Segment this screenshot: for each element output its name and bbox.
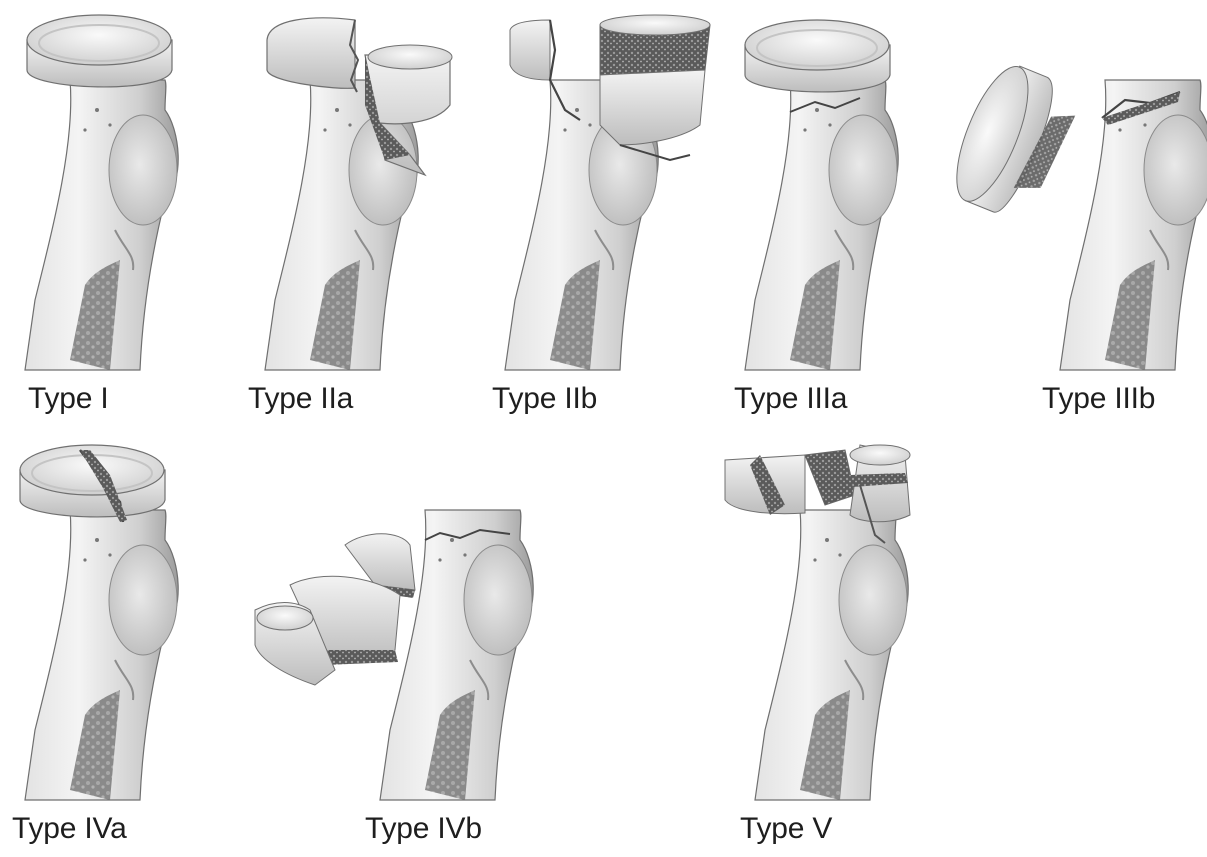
type-iva-illustration [20, 445, 178, 800]
label-type-iiib: Type IIIb [1042, 382, 1155, 416]
label-type-v: Type V [740, 812, 832, 846]
type-iiib-displaced-head [942, 57, 1084, 227]
type-iib-illustration [505, 15, 710, 370]
type-iiia-illustration [745, 20, 898, 370]
label-type-iib: Type IIb [492, 382, 597, 416]
type-iia-illustration [265, 18, 452, 370]
type-v-illustration [725, 445, 910, 800]
label-type-iva: Type IVa [12, 812, 127, 846]
label-type-iiia: Type IIIa [734, 382, 847, 416]
label-type-i: Type I [28, 382, 109, 416]
label-type-ivb: Type IVb [365, 812, 482, 846]
type-iiib-illustration [1060, 80, 1207, 370]
label-type-iia: Type IIa [248, 382, 353, 416]
type-i-illustration [25, 15, 178, 370]
